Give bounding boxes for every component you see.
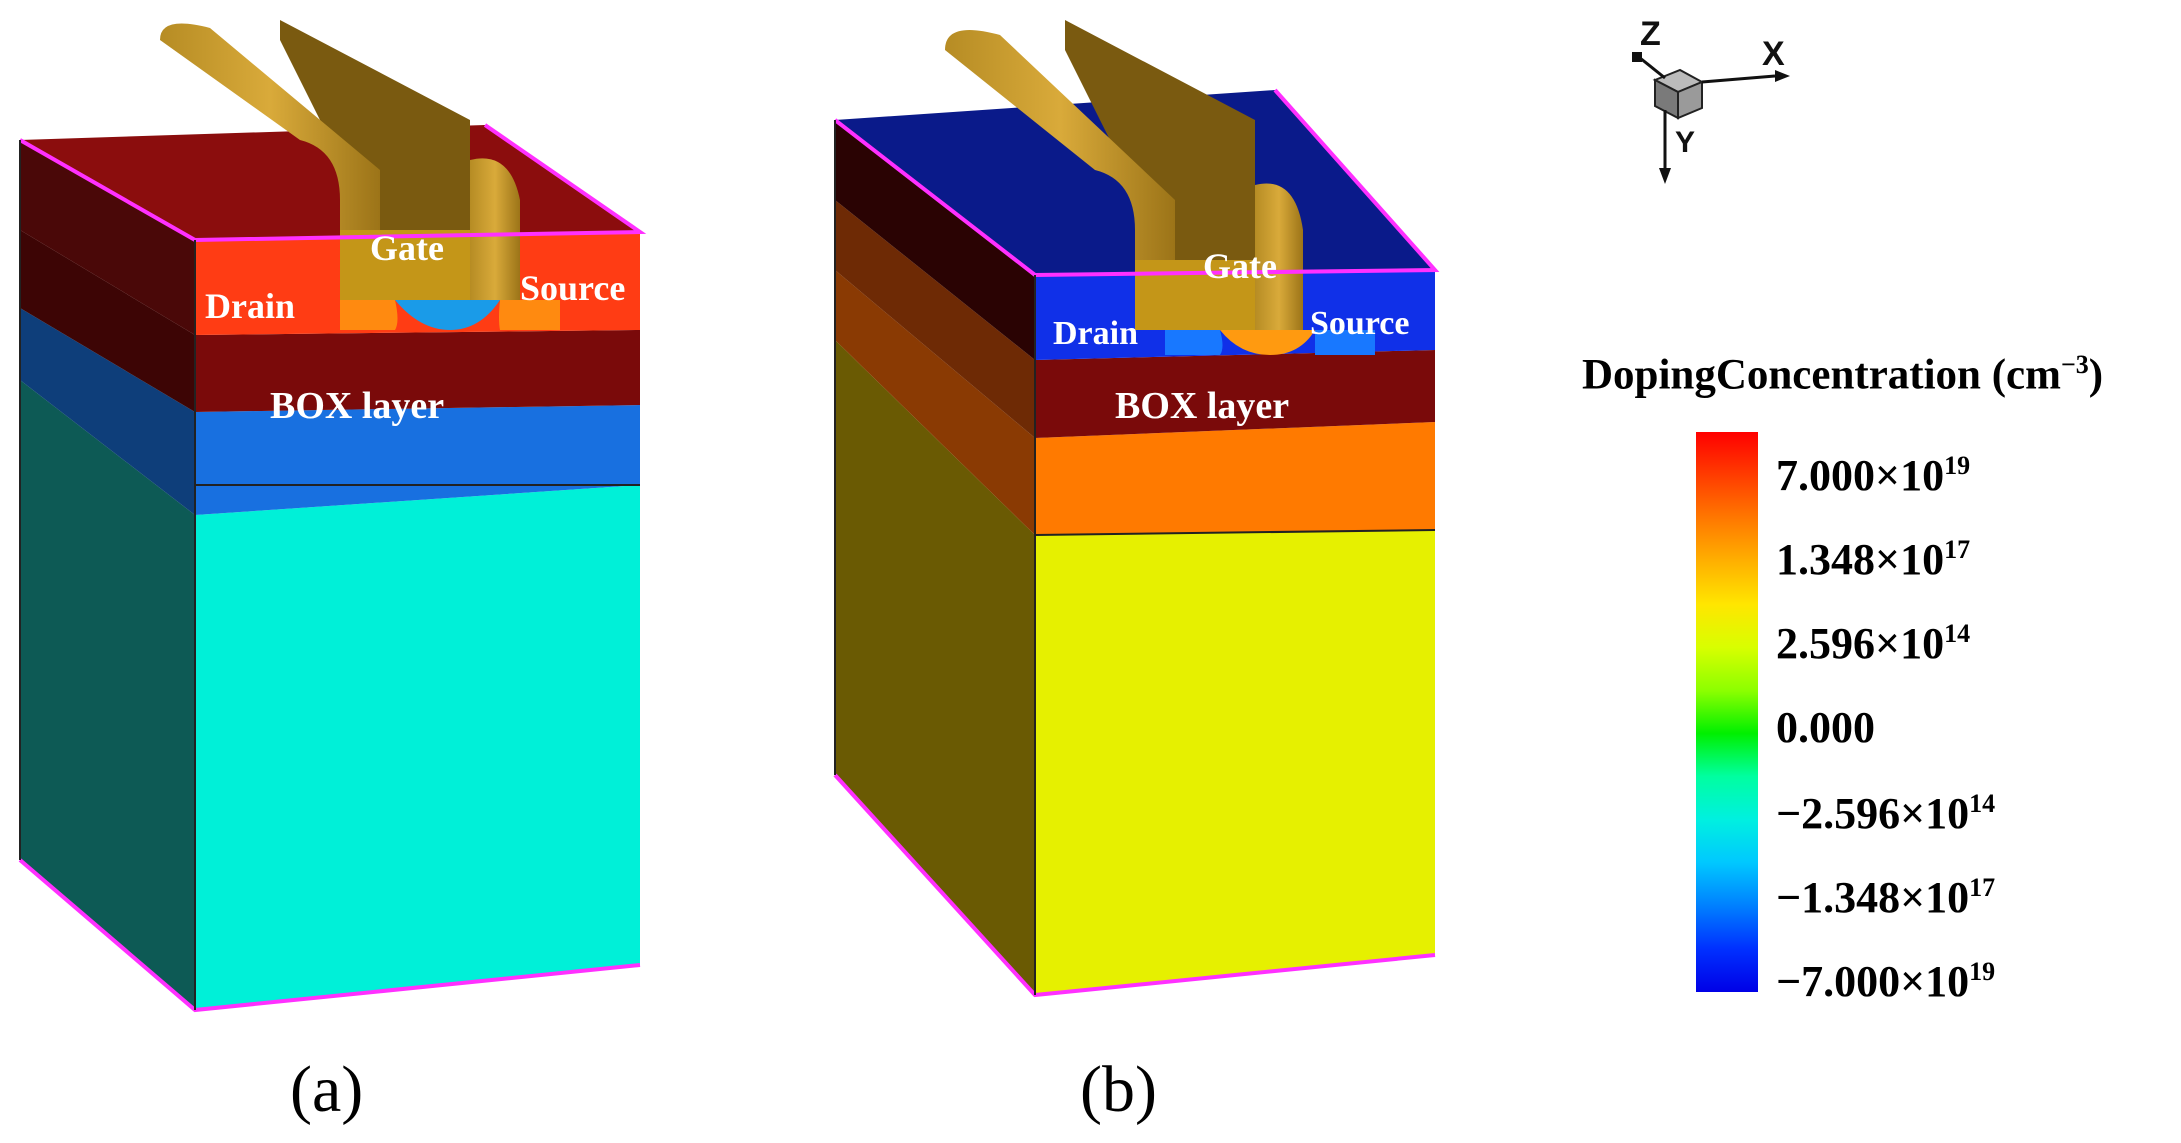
panel-a-box-label: BOX layer xyxy=(270,385,444,427)
legend-tick: 1.348×1017 xyxy=(1776,528,1970,582)
panel-b-source-label: Source xyxy=(1310,305,1409,342)
legend-tick: 2.596×1014 xyxy=(1776,612,1970,666)
panel-a-halo-right xyxy=(499,300,560,330)
panel-b-ground-plane-front xyxy=(1035,422,1435,535)
panel-a-box-front xyxy=(195,330,640,412)
legend-title-close: ) xyxy=(2088,351,2104,399)
panel-b-box-label: BOX layer xyxy=(1115,385,1289,427)
panel-b-channel xyxy=(1220,330,1315,355)
legend-tick-exponent: 17 xyxy=(1944,535,1971,564)
legend-tick-mantissa: −1.348×10 xyxy=(1776,873,1970,922)
panel-b-edge-3 xyxy=(1034,529,1436,536)
legend-tick-mantissa: −7.000×10 xyxy=(1776,957,1970,1006)
panel-a-halo-left xyxy=(340,300,398,330)
legend-tick-exponent: 19 xyxy=(1944,451,1971,480)
x-axis-label: X xyxy=(1762,35,1785,73)
panel-a-device: Gate Drain Source BOX layer xyxy=(18,20,647,1013)
legend-tick-mantissa: 1.348×10 xyxy=(1776,535,1945,584)
panel-a-source-label: Source xyxy=(520,268,625,308)
panel-b-box-side xyxy=(835,200,1035,438)
legend-title-exponent: −3 xyxy=(2060,350,2089,379)
panel-a-spacer-right xyxy=(470,158,520,300)
colorbar xyxy=(1696,432,1758,992)
legend-tick: 0.000 xyxy=(1776,696,1875,750)
x-axis-arrow xyxy=(1775,70,1790,82)
legend-title-text: DopingConcentration (cm xyxy=(1582,351,2061,399)
panel-a-label: (a) xyxy=(290,1052,363,1128)
legend-title: DopingConcentration (cm−3) xyxy=(1582,350,2103,399)
panel-b-label: (b) xyxy=(1080,1052,1157,1128)
panel-a-substrate-front xyxy=(195,485,640,1010)
panel-a-active-side xyxy=(20,140,195,335)
z-axis-tip xyxy=(1632,52,1642,62)
panel-a-gate-label: Gate xyxy=(370,228,444,268)
y-axis-arrow xyxy=(1659,168,1671,184)
panel-a-box-side xyxy=(20,230,195,412)
panel-b-substrate-front xyxy=(1035,530,1435,995)
legend-tick: −1.348×1017 xyxy=(1776,866,1995,920)
panel-a-channel xyxy=(395,300,500,330)
panel-b-drain-label: Drain xyxy=(1053,315,1138,352)
panel-a-top-outline xyxy=(19,123,647,243)
legend-tick-exponent: 14 xyxy=(1969,789,1996,818)
panel-a-label-text: (a) xyxy=(290,1053,364,1126)
panel-b-spacer-right xyxy=(1255,183,1303,330)
panel-b-substrate-side xyxy=(835,340,1035,995)
panel-b-device: Gate Drain Source BOX layer xyxy=(833,20,1440,998)
legend-tick: 7.000×1019 xyxy=(1776,444,1970,498)
legend-tick-mantissa: 0.000 xyxy=(1776,703,1875,752)
panel-a-drain-label: Drain xyxy=(205,286,295,326)
panel-a-ground-plane-front xyxy=(195,405,640,515)
panel-b-halo-right xyxy=(1315,330,1375,355)
z-axis-label: Z xyxy=(1640,15,1661,53)
panel-b-label-text: (b) xyxy=(1080,1053,1157,1126)
panel-a-ground-plane-side xyxy=(20,308,195,515)
axis-cube-front xyxy=(1677,80,1703,120)
legend-tick-mantissa: 7.000×10 xyxy=(1776,451,1945,500)
axis-triad: Z X Y xyxy=(1632,15,1790,184)
legend-tick-exponent: 14 xyxy=(1944,619,1971,648)
panel-b-halo-left xyxy=(1165,330,1223,355)
legend-tick-exponent: 19 xyxy=(1969,957,1996,986)
panel-a-gate-face xyxy=(340,230,470,300)
z-axis-line xyxy=(1639,56,1666,80)
panel-b-gate-label: Gate xyxy=(1203,246,1277,286)
legend-tick: −7.000×1019 xyxy=(1776,950,1995,1004)
panel-b-gate-body xyxy=(1065,20,1255,330)
panel-b-ground-plane-side xyxy=(835,270,1035,535)
panel-b-active-side xyxy=(835,120,1035,360)
legend-tick-mantissa: 2.596×10 xyxy=(1776,619,1945,668)
panel-b-top-outline xyxy=(833,88,1440,278)
legend-tick-exponent: 17 xyxy=(1969,873,1996,902)
panel-b-box-front xyxy=(1035,350,1435,438)
legend-tick-mantissa: −2.596×10 xyxy=(1776,789,1970,838)
y-axis-label: Y xyxy=(1675,126,1695,159)
panel-a-substrate-side xyxy=(20,380,195,1010)
x-axis-line xyxy=(1701,74,1776,84)
legend-tick: −2.596×1014 xyxy=(1776,782,1995,836)
